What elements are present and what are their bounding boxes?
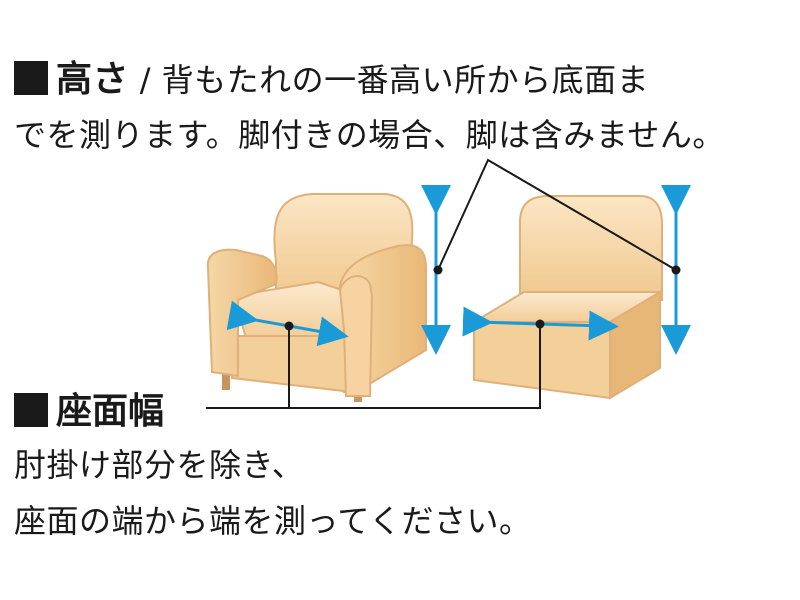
armless-base-side bbox=[609, 290, 661, 400]
height-heading-line: 高さ / 背もたれの一番高い所から底面ま bbox=[14, 50, 649, 102]
armless-backrest bbox=[519, 195, 663, 301]
leader-dot bbox=[433, 265, 443, 275]
armchair bbox=[206, 193, 427, 402]
armchair-leg bbox=[222, 368, 230, 390]
armchair-base-front bbox=[230, 335, 354, 394]
leader-lines bbox=[206, 158, 677, 409]
leader-dot bbox=[671, 265, 681, 275]
leader-dot bbox=[535, 319, 545, 329]
width-description-line1: 肘掛け部分を除き、 bbox=[14, 446, 305, 484]
armless-chair bbox=[470, 195, 664, 400]
leader-dots bbox=[284, 265, 681, 331]
armless-base-front bbox=[473, 321, 611, 400]
height-leader-line bbox=[437, 158, 677, 271]
height-title: 高さ bbox=[56, 59, 130, 100]
armchair-left-arm bbox=[206, 248, 278, 378]
armchair-right-arm-front bbox=[338, 275, 374, 397]
leader-dot bbox=[284, 321, 294, 331]
width-description-line2: 座面の端から端を測ってください。 bbox=[14, 502, 532, 540]
height-description-line2: でを測ります。脚付きの場合、脚は含みません。 bbox=[14, 116, 725, 154]
square-bullet-icon bbox=[14, 61, 48, 95]
height-separator: / bbox=[129, 61, 162, 99]
width-leader-line bbox=[206, 324, 541, 409]
square-bullet-icon bbox=[14, 393, 48, 427]
width-title: 座面幅 bbox=[56, 391, 165, 432]
height-description-line1: 背もたれの一番高い所から底面ま bbox=[161, 61, 650, 99]
width-heading-line: 座面幅 bbox=[14, 382, 164, 434]
